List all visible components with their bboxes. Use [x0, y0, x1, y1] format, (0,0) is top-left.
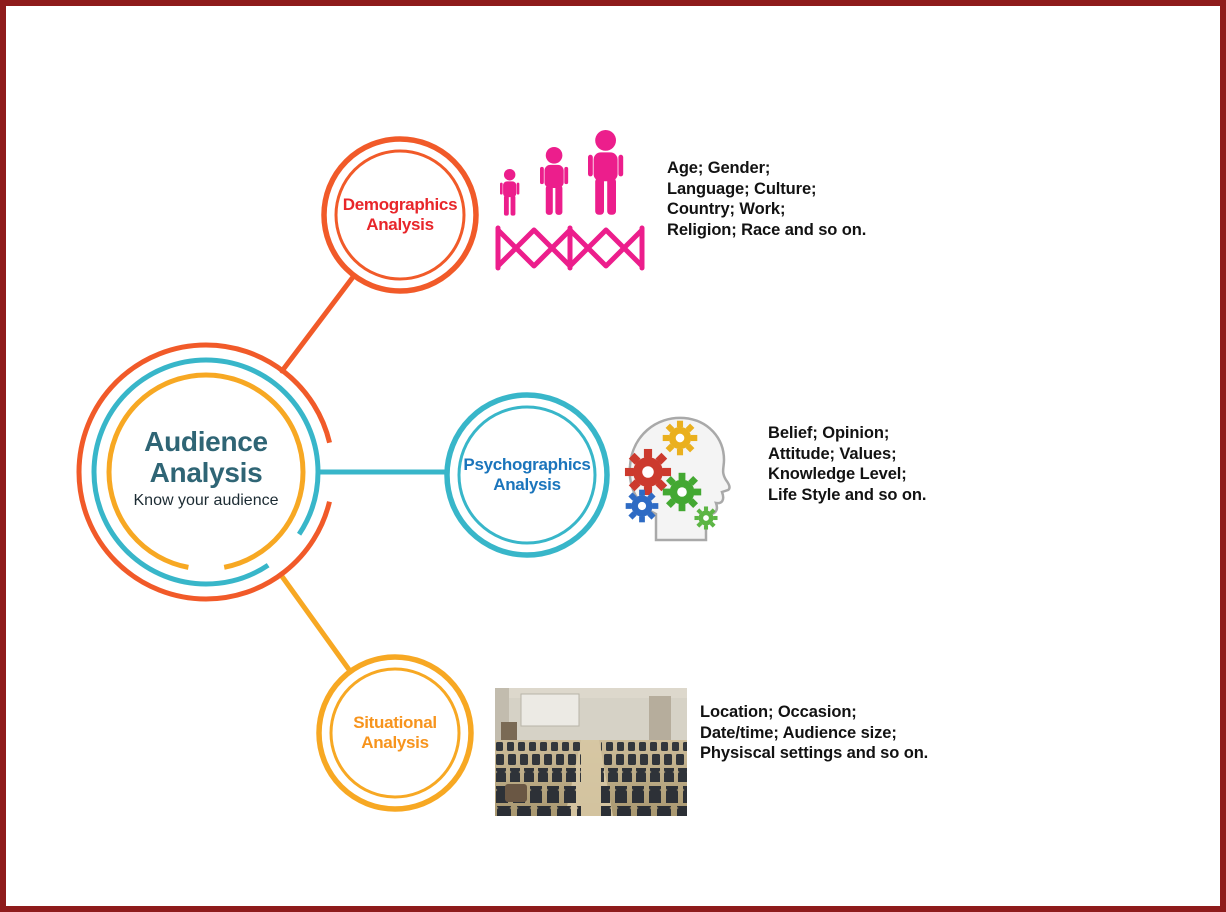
gear-icon-blue — [626, 490, 659, 523]
detail-line: Location; Occasion; — [700, 703, 857, 721]
detail-line: Physiscal settings and so on. — [700, 744, 929, 762]
situational-ring-outer — [316, 654, 474, 812]
dna-icon — [495, 225, 645, 271]
demographics-ring-inner — [334, 149, 466, 281]
situational-label-line2: Analysis — [361, 733, 429, 752]
connector-situational — [278, 572, 353, 674]
demographics-ring-outer — [321, 136, 479, 294]
head-gears-icon — [625, 416, 731, 542]
psychographics-label-line2: Analysis — [493, 475, 561, 494]
people-dna-icon — [495, 130, 645, 271]
center-ring-middle — [91, 357, 321, 587]
projection-screen — [520, 693, 580, 727]
psychographics-node-label: Psychographics Analysis — [447, 455, 607, 495]
center-title-line1: Audience — [144, 426, 268, 457]
detail-line: Country; Work; — [667, 200, 786, 218]
connectors — [278, 274, 450, 674]
psychographics-label-line1: Psychographics — [463, 455, 591, 474]
detail-line: Language; Culture; — [667, 179, 817, 198]
gear-icon-yellow — [663, 421, 698, 456]
center-subtitle: Know your audience — [133, 492, 279, 509]
psychographics-node-rings — [444, 392, 610, 558]
psychographics-ring-outer — [444, 392, 610, 558]
situational-node-rings — [316, 654, 474, 812]
demographics-label-line2: Analysis — [366, 215, 434, 234]
detail-line: Knowledge Level; — [768, 465, 907, 483]
demographics-details: Age; Gender; Language; Culture; Country;… — [667, 158, 866, 240]
center-node-label: Audience Analysis Know your audience — [96, 426, 316, 510]
door — [649, 696, 671, 740]
person-medium-icon — [540, 147, 569, 215]
psychographics-ring-inner — [457, 405, 597, 545]
connector-demographics — [279, 274, 356, 374]
people-figures — [500, 130, 624, 216]
situational-label-line1: Situational — [353, 713, 437, 732]
center-title: Audience Analysis — [96, 426, 316, 488]
diagram-graphics — [76, 130, 731, 816]
center-ring-inner — [106, 372, 306, 572]
gear-icon-small-green — [694, 506, 717, 529]
detail-line: Belief; Opinion; — [768, 424, 890, 442]
situational-ring-inner — [329, 667, 461, 799]
gear-icon-red — [625, 449, 671, 495]
detail-line: Life Style and so on. — [768, 485, 927, 504]
situational-node-label: Situational Analysis — [320, 713, 470, 753]
detail-line: Age; Gender; — [667, 159, 771, 177]
detail-line: Date/time; Audience size; — [700, 723, 897, 742]
bag-on-floor — [505, 784, 527, 802]
psychographics-details: Belief; Opinion; Attitude; Values; Knowl… — [768, 423, 926, 505]
detail-line: Religion; Race and so on. — [667, 220, 867, 239]
person-small-icon — [500, 169, 520, 216]
podium — [501, 722, 517, 742]
demographics-node-label: Demographics Analysis — [325, 195, 475, 235]
center-ring-outer — [76, 342, 336, 602]
situational-details: Location; Occasion; Date/time; Audience … — [700, 702, 928, 764]
demographics-label-line1: Demographics — [342, 195, 458, 214]
detail-line: Attitude; Values; — [768, 444, 897, 463]
demographics-node-rings — [321, 136, 479, 294]
gear-icon-green — [663, 473, 701, 511]
auditorium-photo — [495, 688, 687, 816]
center-node-rings — [76, 342, 336, 602]
person-large-icon — [588, 130, 624, 215]
center-title-line2: Analysis — [149, 457, 263, 488]
